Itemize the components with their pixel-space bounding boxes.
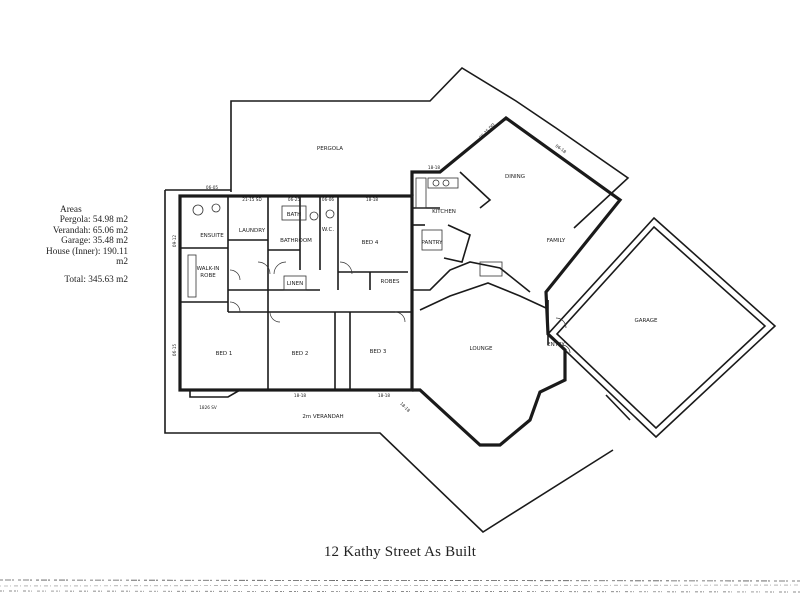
- areas-heading: Areas: [60, 205, 82, 215]
- room-ensuite: ENSUITE: [200, 233, 224, 239]
- outer-boundary: [230, 66, 630, 229]
- dim-label: 21-15 SD: [242, 197, 261, 202]
- room-laundry: LAUNDRY: [239, 228, 266, 234]
- room-bathroom: BATHROOM: [280, 238, 312, 244]
- room-bed3: BED 3: [370, 349, 387, 355]
- room-bed4: BED 4: [362, 240, 379, 246]
- room-linen: LINEN: [287, 281, 303, 287]
- dim-label: 06-25: [288, 197, 301, 202]
- bay-bed1: [189, 389, 241, 398]
- dim-label: 1826 SV: [199, 405, 217, 410]
- room-walk-in-1: WALK-IN: [197, 266, 220, 272]
- dim-label: 18-18: [378, 393, 391, 398]
- room-dining: DINING: [505, 174, 525, 180]
- garage-outline: [546, 216, 777, 439]
- dim-label: 06-06: [322, 197, 335, 202]
- scan-edge-noise: [0, 579, 800, 593]
- dim-label: 06-18: [554, 143, 567, 154]
- dim-label: 06-05: [206, 185, 219, 190]
- east-wing-wall: [410, 115, 623, 447]
- areas-legend: Areas Pergola: 54.98 m2 Verandah: 65.06 …: [32, 205, 128, 286]
- area-verandah: Verandah: 65.06 m2: [52, 225, 128, 236]
- room-lounge: LOUNGE: [469, 346, 493, 352]
- dim-label: 06-15: [172, 344, 177, 357]
- room-pantry: PANTRY: [421, 240, 443, 246]
- room-family: FAMILY: [547, 238, 566, 244]
- room-bed1: BED 1: [216, 351, 233, 357]
- area-total: Total: 345.63 m2: [64, 275, 128, 286]
- garage-inner: [555, 225, 767, 430]
- room-bath: BATH: [287, 212, 302, 218]
- dim-label: 18-18: [294, 393, 307, 398]
- room-kitchen: KITCHEN: [432, 209, 456, 215]
- room-wc: W.C.: [322, 227, 334, 233]
- dim-label: 18-18: [428, 165, 441, 170]
- plan-title: 12 Kathy Street As Built: [323, 544, 477, 560]
- dim-label: 06-25 DD: [478, 122, 496, 140]
- room-pergola: PERGOLA: [317, 146, 343, 152]
- verandah-boundary: [164, 190, 614, 534]
- area-house: House (Inner): 190.11 m2: [45, 246, 128, 268]
- room-entry: ENTRY: [547, 342, 565, 348]
- west-wing-wall: [178, 194, 414, 392]
- dim-label: 18-18: [399, 401, 411, 413]
- dim-label: 18-18: [366, 197, 379, 202]
- room-bed2: BED 2: [292, 351, 309, 357]
- area-pergola: Pergola: 54.98 m2: [59, 215, 128, 226]
- garage-link: [605, 394, 631, 421]
- room-garage: GARAGE: [634, 318, 658, 324]
- dim-label: 09-12: [172, 235, 177, 248]
- area-garage: Garage: 35.48 m2: [61, 236, 128, 247]
- room-verandah: 2m VERANDAH: [302, 414, 343, 420]
- room-walk-in-2: ROBE: [200, 273, 216, 279]
- room-robes: ROBES: [381, 279, 400, 285]
